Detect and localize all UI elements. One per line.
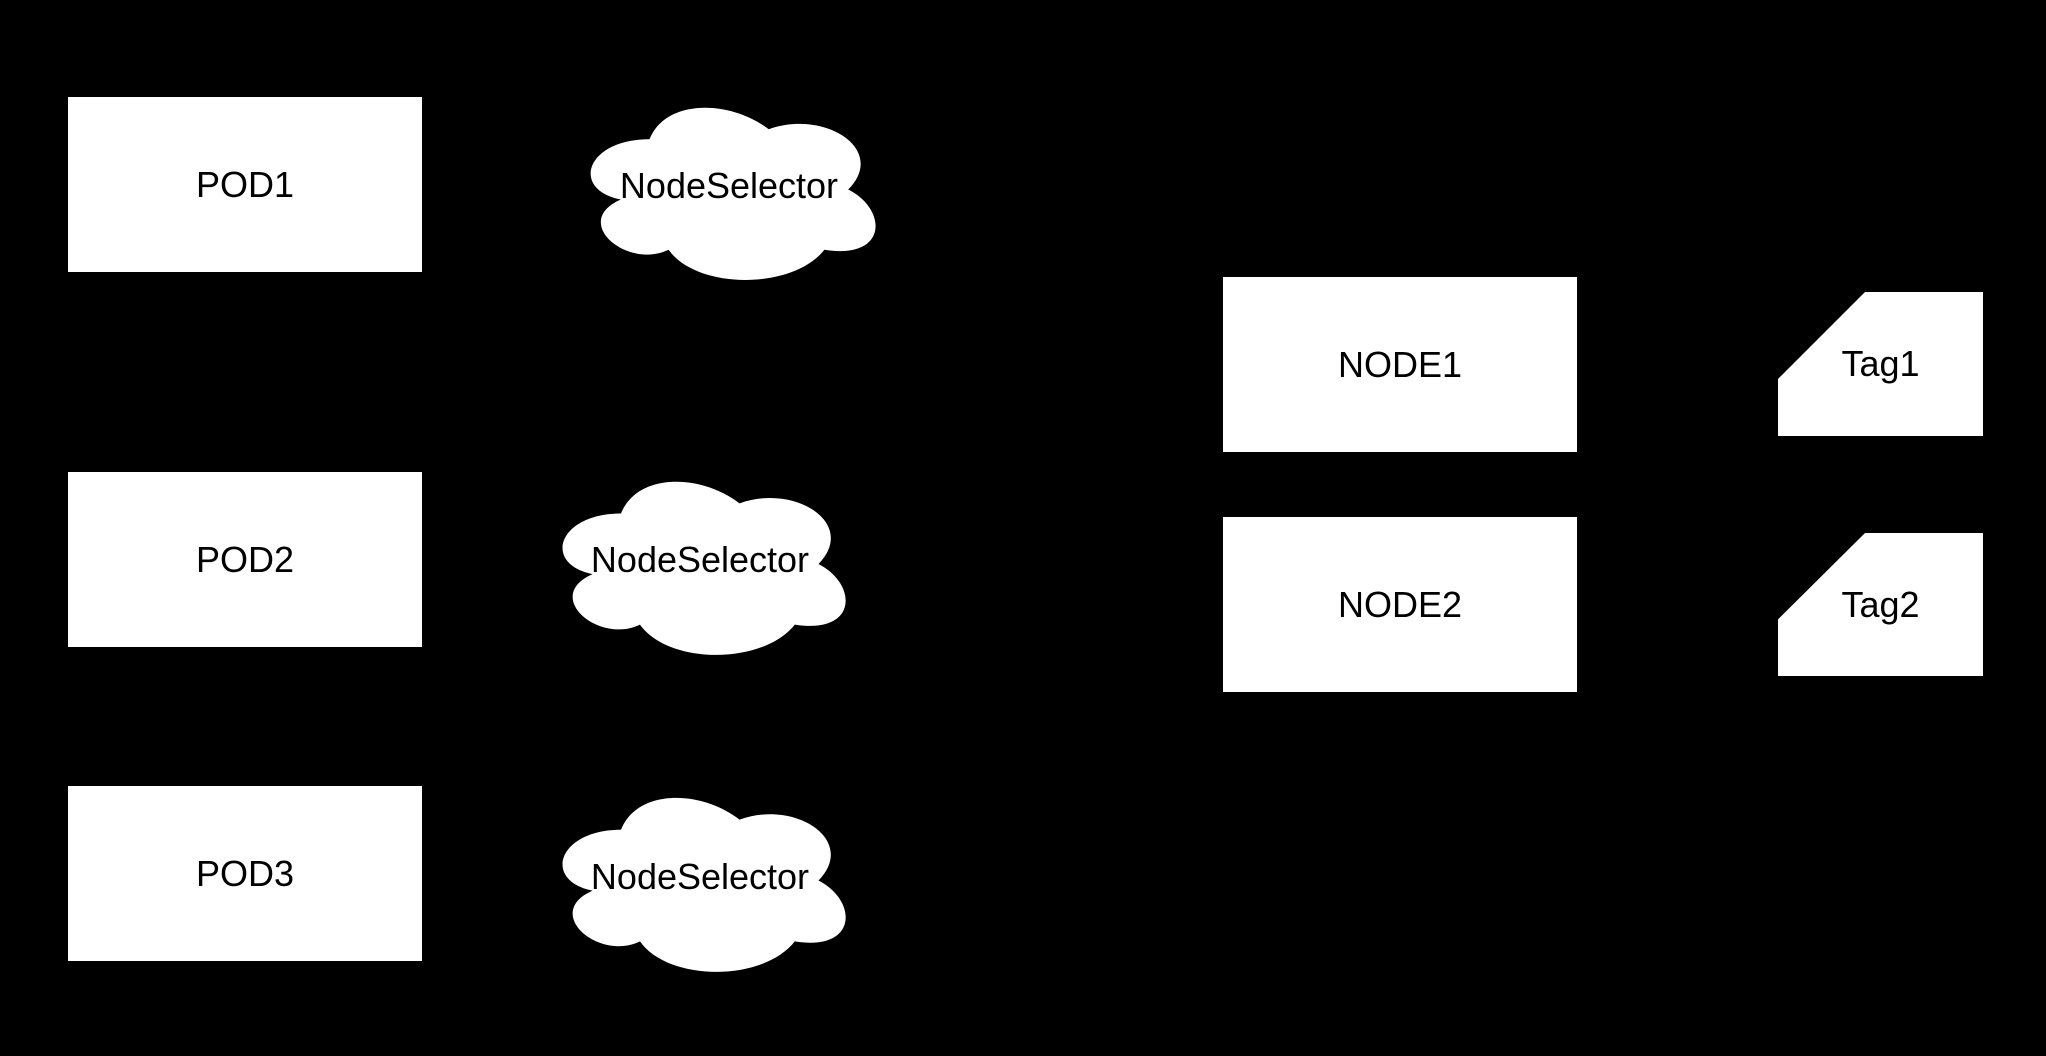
pod1-box: POD1 bbox=[68, 97, 422, 272]
pod1-label: POD1 bbox=[195, 163, 295, 205]
cloud-icon bbox=[562, 797, 846, 972]
node1-label: NODE1 bbox=[1337, 343, 1463, 385]
nodeselector-label-2: NodeSelector bbox=[590, 539, 810, 581]
tag1-shape: Tag1 bbox=[1778, 292, 1983, 436]
nodeselector-label-3: NodeSelector bbox=[590, 855, 810, 897]
pod3-box: POD3 bbox=[68, 786, 422, 961]
cloud-icon bbox=[590, 107, 876, 280]
tag1-label: Tag1 bbox=[1841, 343, 1920, 385]
pod2-box: POD2 bbox=[68, 472, 422, 647]
tag2-shape: Tag2 bbox=[1778, 533, 1983, 676]
tag-icon bbox=[1778, 533, 1983, 676]
node2-label: NODE2 bbox=[1337, 583, 1463, 625]
cloud-icon bbox=[562, 481, 846, 655]
nodeselector-label-1: NodeSelector bbox=[619, 164, 839, 206]
node2-box: NODE2 bbox=[1223, 517, 1577, 692]
node1-box: NODE1 bbox=[1223, 277, 1577, 452]
pod2-label: POD2 bbox=[195, 538, 295, 580]
nodeselector-cloud-2: NodeSelector bbox=[542, 463, 858, 665]
nodeselector-cloud-3: NodeSelector bbox=[542, 779, 858, 982]
pod3-label: POD3 bbox=[195, 852, 295, 894]
tag-icon bbox=[1778, 292, 1983, 436]
tag2-label: Tag2 bbox=[1841, 583, 1920, 625]
nodeselector-cloud-1: NodeSelector bbox=[570, 89, 888, 290]
